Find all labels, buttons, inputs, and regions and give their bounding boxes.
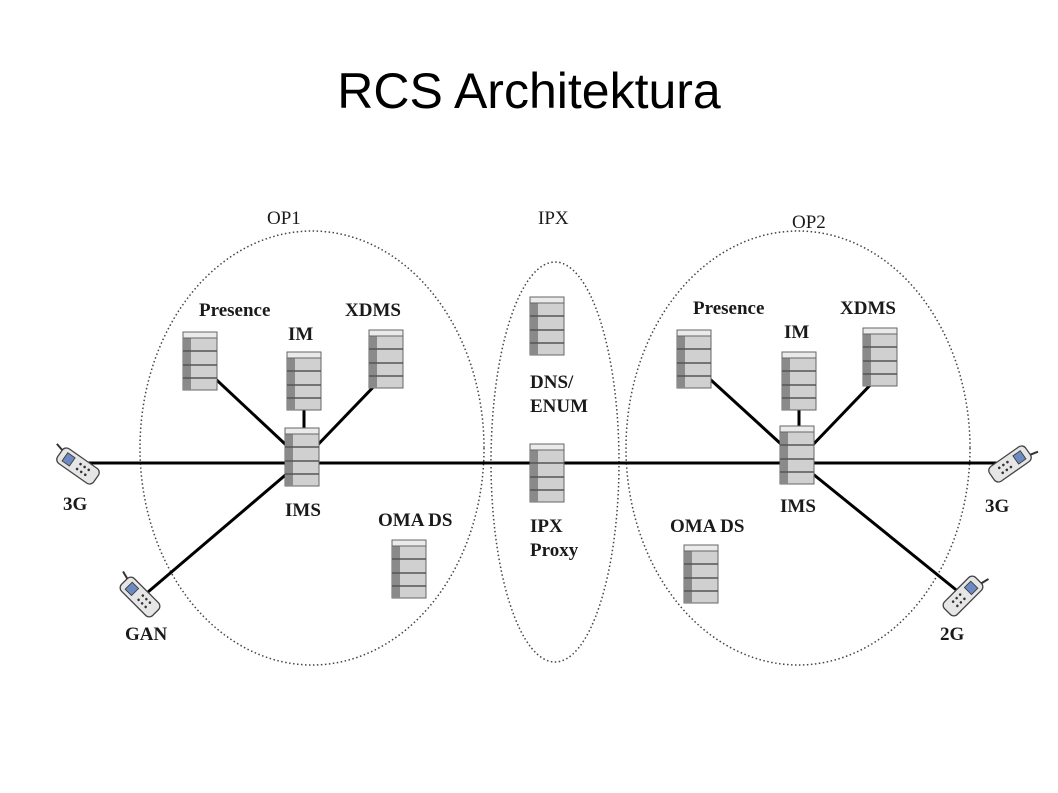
op1-zone-label: OP1 xyxy=(267,208,301,229)
ipx-dns-enum-server-icon xyxy=(529,296,565,356)
gan-phone-icon xyxy=(111,568,163,620)
op2-xdms-link xyxy=(803,376,879,455)
op1-presence-link xyxy=(204,368,302,460)
op2-xdms-label: XDMS xyxy=(840,298,896,319)
op1-im-server-icon xyxy=(286,351,322,411)
op1-oma-ds-label: OMA DS xyxy=(378,510,452,531)
right-2g-label: 2G xyxy=(940,624,965,645)
left-3g-label: 3G xyxy=(63,494,88,515)
op1-xdms-label: XDMS xyxy=(345,300,401,321)
op1-boundary xyxy=(139,230,485,666)
op2-2g-link xyxy=(807,468,961,595)
op2-presence-server-icon xyxy=(676,329,712,389)
op2-presence-label: Presence xyxy=(693,298,764,319)
op1-presence-server-icon xyxy=(182,331,218,391)
slide-title: RCS Architektura xyxy=(337,63,721,119)
ipx-proxy-line2-label: Proxy xyxy=(530,540,579,561)
op1-ims-server-icon xyxy=(284,427,320,487)
right-3g-label: 3G xyxy=(985,496,1010,517)
op2-im-label: IM xyxy=(784,322,809,343)
op2-ims-label: IMS xyxy=(780,496,816,517)
op2-oma-ds-label: OMA DS xyxy=(670,516,744,537)
ipx-zone-label: IPX xyxy=(538,208,569,229)
op1-ims-label: IMS xyxy=(285,500,321,521)
op2-zone-label: OP2 xyxy=(792,212,826,233)
op2-ims-server-icon xyxy=(779,425,815,485)
op2-oma-ds-server-icon xyxy=(683,544,719,604)
op2-im-server-icon xyxy=(781,351,817,411)
op1-im-label: IM xyxy=(288,324,313,345)
op1-gan-link xyxy=(147,464,297,594)
op2-boundary xyxy=(625,230,971,666)
op1-oma-ds-server-icon xyxy=(391,539,427,599)
ipx-dns-label: DNS/ xyxy=(530,372,574,393)
op2-presence-link xyxy=(698,368,795,457)
ipx-proxy-line1-label: IPX xyxy=(530,516,563,537)
op1-presence-label: Presence xyxy=(199,300,270,321)
right-2g-phone-icon xyxy=(940,567,992,619)
ipx-enum-label: ENUM xyxy=(530,396,588,417)
op1-xdms-link xyxy=(306,376,384,457)
op1-xdms-server-icon xyxy=(368,329,404,389)
gan-label: GAN xyxy=(125,624,168,645)
ipx-proxy-server-icon xyxy=(529,443,565,503)
op2-xdms-server-icon xyxy=(862,327,898,387)
